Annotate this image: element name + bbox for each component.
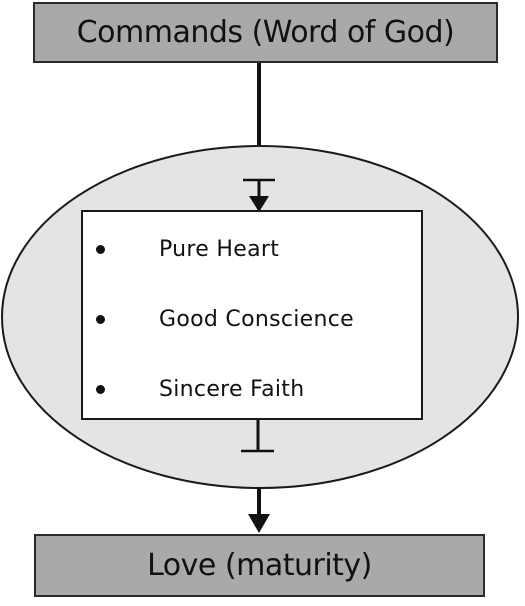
commands-box: Commands (Word of God) (33, 2, 498, 63)
quality-item: Pure Heart (83, 234, 421, 264)
entry-arrowhead (249, 196, 269, 212)
love-label: Love (maturity) (147, 548, 372, 583)
quality-item: Good Conscience (83, 304, 421, 334)
quality-label: Sincere Faith (159, 376, 305, 402)
bullet-icon (96, 314, 105, 324)
commands-label: Commands (Word of God) (76, 15, 455, 50)
bottom-arrowhead (248, 514, 270, 533)
love-box: Love (maturity) (34, 534, 485, 597)
bullet-icon (96, 384, 105, 394)
quality-item: Sincere Faith (83, 374, 421, 404)
quality-label: Pure Heart (159, 236, 280, 262)
qualities-box: Pure Heart Good Conscience Sincere Faith (81, 210, 423, 420)
quality-label: Good Conscience (159, 306, 354, 332)
bullet-icon (96, 244, 105, 254)
